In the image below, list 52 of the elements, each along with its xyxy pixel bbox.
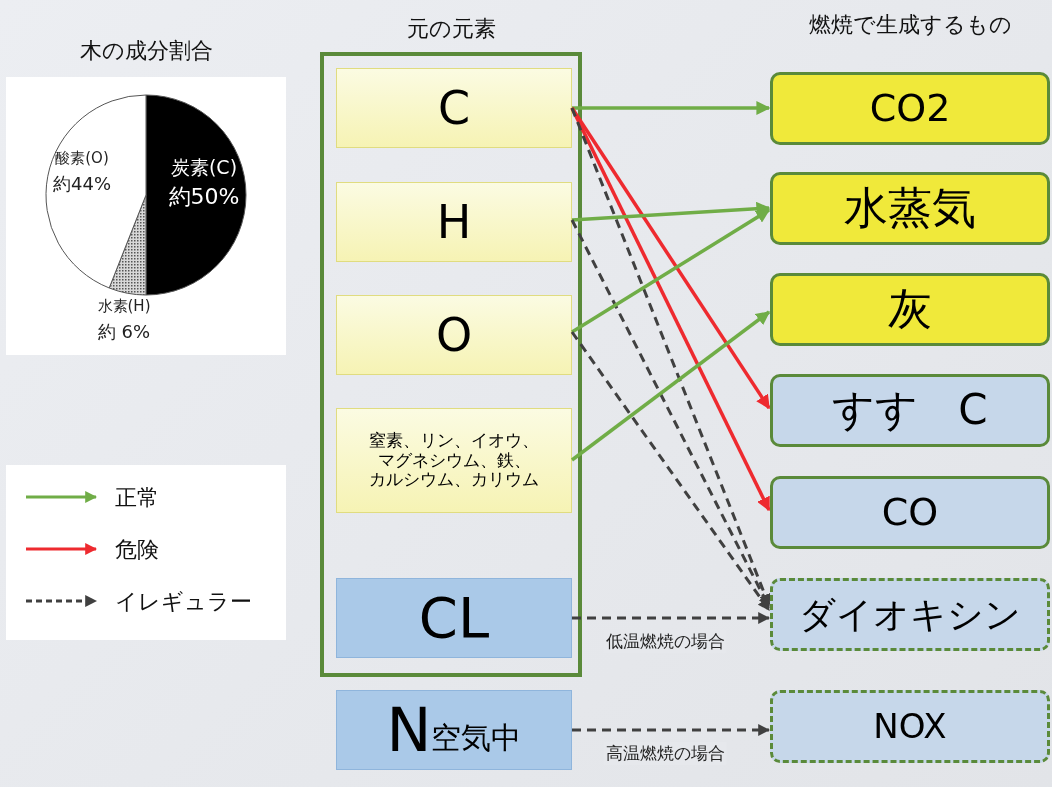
node-text: 窒素、リン、イオウ、マグネシウム、鉄、カルシウム、カリウム (368, 431, 540, 490)
element-box (336, 68, 572, 148)
element-box (336, 578, 572, 658)
element-box (770, 72, 1050, 145)
element-box (770, 374, 1050, 447)
element-box (336, 408, 572, 513)
node-text: C (958, 386, 988, 435)
column-heading: 元の元素 (406, 15, 496, 43)
arrow (571, 208, 771, 334)
arrow (570, 107, 771, 607)
slice-value: 約44% (53, 172, 111, 196)
slice-value: 約50% (168, 183, 240, 211)
arrow (570, 331, 771, 611)
arrow (570, 107, 771, 512)
node-text: O (435, 308, 473, 362)
node-text: NOX (873, 706, 947, 747)
element-box (336, 182, 572, 262)
arrow (572, 724, 771, 736)
node-text: CO2 (869, 86, 951, 131)
edge-label: 低温燃焼の場合 (603, 630, 727, 653)
node-text: CL (418, 585, 490, 651)
legend-label: イレギュラー (115, 588, 252, 616)
node-text: N (386, 695, 432, 765)
node-text: 灰 (888, 284, 932, 335)
node-text: CO (881, 490, 939, 535)
element-box (770, 476, 1050, 549)
element-box (770, 273, 1050, 346)
arrow (570, 310, 771, 462)
column-heading: 燃焼で生成するもの (808, 11, 1012, 39)
element-box (770, 578, 1050, 651)
arrow (571, 201, 771, 222)
legend-label: 危険 (115, 536, 159, 564)
node-text: ダイオキシン (799, 593, 1021, 636)
edge-label: 高温燃焼の場合 (603, 742, 727, 765)
legend-label: 正常 (115, 484, 159, 512)
slice-label: 炭素(C) (170, 155, 238, 180)
element-box (336, 690, 572, 770)
arrow (572, 101, 771, 115)
node-text: H (436, 195, 472, 249)
arrow (570, 219, 771, 609)
chart-title: 木の成分割合 (79, 37, 213, 65)
slice-label: 水素(H) (97, 297, 151, 316)
node-text: 水蒸気 (844, 183, 976, 234)
element-box (336, 295, 572, 375)
arrow (572, 612, 771, 624)
slice-value: 約 6% (97, 320, 151, 344)
element-box (770, 172, 1050, 245)
element-box (770, 690, 1050, 763)
node-text: C (437, 81, 471, 135)
node-text: 空気中 (431, 720, 522, 755)
node-text: すす (832, 386, 919, 435)
slice-label: 酸素(O) (55, 149, 109, 168)
